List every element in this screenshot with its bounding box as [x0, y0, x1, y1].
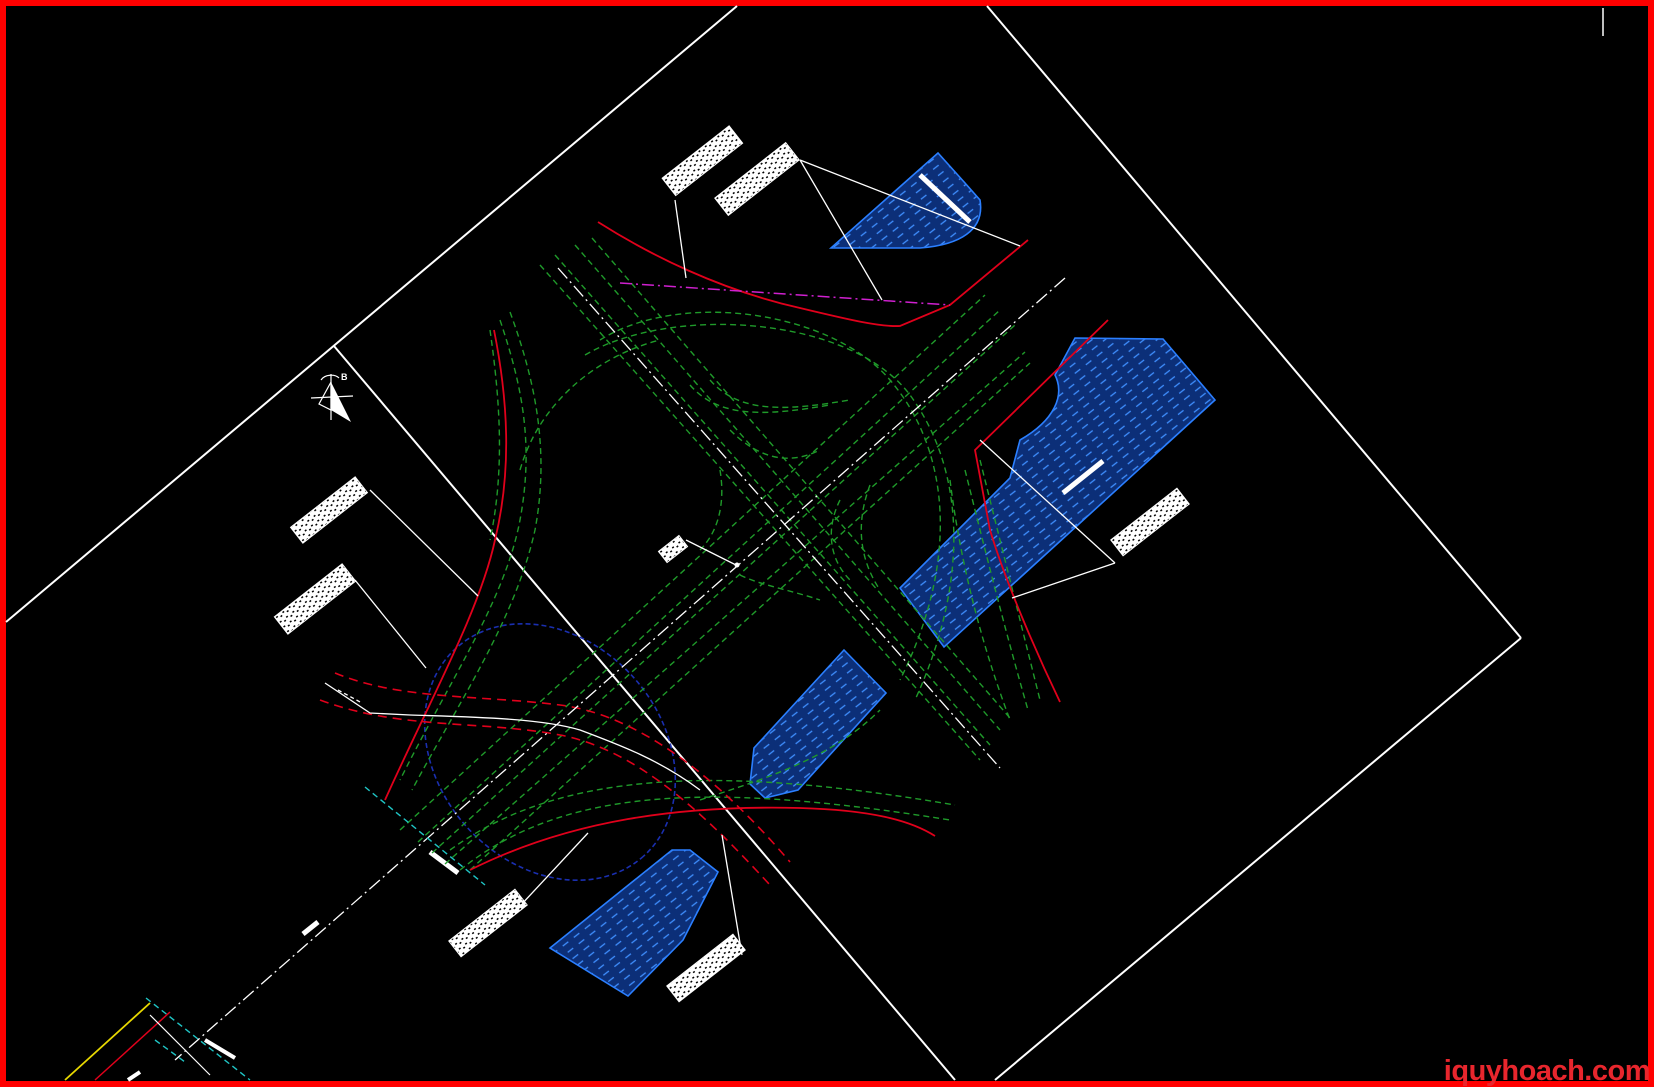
- white-short-line: [149, 1014, 211, 1076]
- north-arrow: B: [310, 372, 354, 422]
- label-block: [657, 534, 689, 564]
- yellow-line: [64, 1002, 151, 1081]
- water-body-east: [898, 337, 1217, 649]
- water-bodies: [548, 151, 1217, 998]
- label-block: [1110, 487, 1190, 557]
- watermark: iquyhoach.com: [1443, 1055, 1651, 1087]
- label-block: [289, 476, 369, 544]
- site-boundary: [5, 5, 1604, 1081]
- road-edges-dashed: [319, 672, 791, 886]
- small-markers: [126, 562, 740, 1082]
- drawing-labels: [273, 125, 1190, 1003]
- leader-lines: [354, 159, 1116, 956]
- label-block: [273, 563, 357, 635]
- local-road: [324, 682, 701, 791]
- red-short-line: [94, 1011, 171, 1081]
- north-label: B: [341, 372, 348, 382]
- interchange-ramps: [399, 237, 1041, 871]
- label-block: [448, 888, 528, 958]
- centerlines: [174, 267, 1066, 1061]
- road-edges: [384, 221, 1109, 871]
- water-body-north: [828, 151, 982, 249]
- boundary-line-purple: [619, 282, 951, 306]
- label-block: [666, 933, 746, 1003]
- label-block: [714, 141, 800, 217]
- water-labels: [428, 173, 1105, 875]
- cyan-section-lines: [145, 786, 486, 1081]
- water-body-south: [548, 849, 720, 998]
- label-block: [661, 125, 744, 197]
